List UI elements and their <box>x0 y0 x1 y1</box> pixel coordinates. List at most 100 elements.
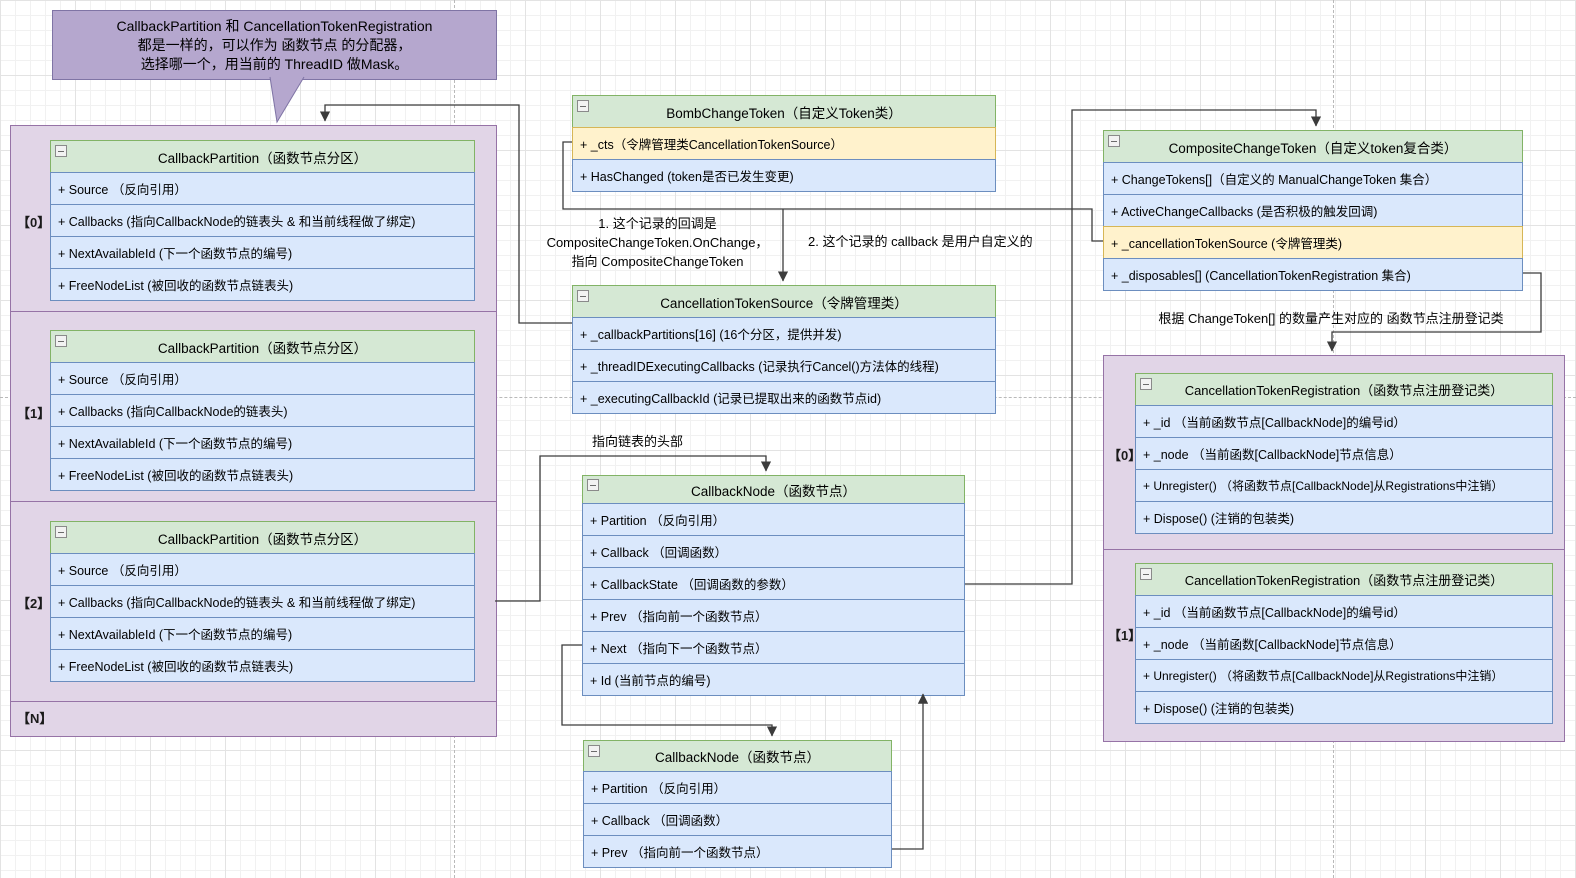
field-row[interactable]: + ActiveChangeCallbacks (是否积极的触发回调) <box>1103 194 1523 227</box>
note-line: CallbackPartition 和 CancellationTokenReg… <box>116 17 433 34</box>
field-row[interactable]: + FreeNodeList (被回收的函数节点链表头) <box>50 649 475 682</box>
field-row[interactable]: + Callback （回调函数） <box>583 803 892 836</box>
class-title: CallbackPartition（函数节点分区） <box>157 531 368 547</box>
collapse-icon[interactable] <box>55 335 67 347</box>
class-title: CallbackNode（函数节点） <box>690 483 857 499</box>
field-row[interactable]: + NextAvailableId (下一个函数节点的编号) <box>50 426 475 459</box>
partition-index-2: 【2】 <box>17 596 51 611</box>
field-row[interactable]: + Callbacks (指向CallbackNode的链表头) <box>50 394 475 427</box>
field-row[interactable]: + Source （反向引用） <box>50 172 475 205</box>
class-callback-partition-2[interactable]: CallbackPartition（函数节点分区） + Source （反向引用… <box>50 521 475 682</box>
collapse-icon[interactable] <box>1140 568 1152 580</box>
field-row[interactable]: + Unregister() （将函数节点[CallbackNode]从Regi… <box>1135 469 1553 502</box>
class-header[interactable]: CallbackNode（函数节点） <box>582 475 965 504</box>
field-row[interactable]: + _id （当前函数节点[CallbackNode]的编号id） <box>1135 405 1553 438</box>
field-row[interactable]: + Callback （回调函数） <box>582 535 965 568</box>
partition-index-n: 【N】 <box>17 711 53 726</box>
field-row[interactable]: + _id （当前函数节点[CallbackNode]的编号id） <box>1135 595 1553 628</box>
field-row[interactable]: + Next （指向下一个函数节点） <box>582 631 965 664</box>
field-row[interactable]: + _disposables[] (CancellationTokenRegis… <box>1103 258 1523 291</box>
class-callback-partition-0[interactable]: CallbackPartition（函数节点分区） + Source （反向引用… <box>50 140 475 301</box>
partition-index-1: 【1】 <box>17 406 51 421</box>
field-row[interactable]: + Unregister() （将函数节点[CallbackNode]从Regi… <box>1135 659 1553 692</box>
note-callout-tail <box>269 76 305 124</box>
class-cancellation-token-registration-1[interactable]: CancellationTokenRegistration（函数节点注册登记类）… <box>1135 563 1553 724</box>
field-row[interactable]: + Dispose() (注销的包装类) <box>1135 501 1553 534</box>
field-row[interactable]: + Dispose() (注销的包装类) <box>1135 691 1553 724</box>
class-title: CallbackNode（函数节点） <box>654 750 821 765</box>
class-composite-change-token[interactable]: CompositeChangeToken（自定义token复合类） + Chan… <box>1103 130 1523 291</box>
field-row[interactable]: + Prev （指向前一个函数节点） <box>583 835 892 868</box>
class-cancellation-token-source[interactable]: CancellationTokenSource（令牌管理类） + _callba… <box>572 285 996 414</box>
field-row[interactable]: + FreeNodeList (被回收的函数节点链表头) <box>50 268 475 301</box>
collapse-icon[interactable] <box>587 479 599 491</box>
field-row[interactable]: + Callbacks (指向CallbackNode的链表头 & 和当前线程做… <box>50 585 475 618</box>
class-header[interactable]: CallbackPartition（函数节点分区） <box>50 140 475 173</box>
field-row[interactable]: + Callbacks (指向CallbackNode的链表头 & 和当前线程做… <box>50 204 475 237</box>
annotation-registrations[interactable]: 根据 ChangeToken[] 的数量产生对应的 函数节点注册登记类 <box>1158 311 1504 326</box>
collapse-icon[interactable] <box>55 526 67 538</box>
field-row[interactable]: + Partition （反向引用） <box>582 503 965 536</box>
note-callout[interactable]: CallbackPartition 和 CancellationTokenReg… <box>52 10 497 80</box>
annotation-record1[interactable]: 1. 这个记录的回调是 CompositeChangeToken.OnChang… <box>540 214 775 271</box>
connector-prev-to-node1[interactable] <box>892 693 929 850</box>
collapse-icon[interactable] <box>577 100 589 112</box>
annotation-record2[interactable]: 2. 这个记录的 callback 是用户自定义的 <box>808 234 1033 249</box>
class-title: BombChangeToken（自定义Token类） <box>666 105 902 121</box>
class-header[interactable]: CancellationTokenRegistration（函数节点注册登记类） <box>1135 563 1553 596</box>
field-row[interactable]: + Source （反向引用） <box>50 362 475 395</box>
field-row[interactable]: + ChangeTokens[]（自定义的 ManualChangeToken … <box>1103 162 1523 195</box>
class-header[interactable]: CallbackPartition（函数节点分区） <box>50 330 475 363</box>
class-cancellation-token-registration-0[interactable]: CancellationTokenRegistration（函数节点注册登记类）… <box>1135 373 1553 534</box>
note-line: 选择哪一个，用当前的 ThreadID 做Mask。 <box>140 55 409 72</box>
field-row[interactable]: + NextAvailableId (下一个函数节点的编号) <box>50 236 475 269</box>
class-title: CancellationTokenRegistration（函数节点注册登记类） <box>1184 383 1504 398</box>
class-header[interactable]: BombChangeToken（自定义Token类） <box>572 95 996 128</box>
class-title: CallbackPartition（函数节点分区） <box>157 340 368 356</box>
class-title: CancellationTokenRegistration（函数节点注册登记类） <box>1184 573 1504 588</box>
field-row[interactable]: + _node （当前函数[CallbackNode]节点信息） <box>1135 627 1553 660</box>
field-row[interactable]: + _cancellationTokenSource (令牌管理类) <box>1103 226 1523 259</box>
field-row[interactable]: + _callbackPartitions[16] (16个分区，提供并发) <box>572 317 996 350</box>
class-callback-node-2[interactable]: CallbackNode（函数节点） + Partition （反向引用） + … <box>583 740 892 868</box>
field-row[interactable]: + Partition （反向引用） <box>583 771 892 804</box>
registration-index-1: 【1】 <box>1108 628 1142 643</box>
collapse-icon[interactable] <box>588 745 600 757</box>
field-row[interactable]: + _node （当前函数[CallbackNode]节点信息） <box>1135 437 1553 470</box>
field-row[interactable]: + _cts（令牌管理类CancellationTokenSource） <box>572 127 996 160</box>
annotation-line: 指向 CompositeChangeToken <box>571 254 744 269</box>
container-divider <box>11 701 496 702</box>
class-title: CallbackPartition（函数节点分区） <box>157 150 368 166</box>
field-row[interactable]: + _executingCallbackId (记录已提取出来的函数节点id) <box>572 381 996 414</box>
field-row[interactable]: + Source （反向引用） <box>50 553 475 586</box>
class-header[interactable]: CompositeChangeToken（自定义token复合类） <box>1103 130 1523 163</box>
class-bomb-change-token[interactable]: BombChangeToken（自定义Token类） + _cts（令牌管理类C… <box>572 95 996 192</box>
annotation-line: 1. 这个记录的回调是 <box>598 216 717 231</box>
collapse-icon[interactable] <box>577 290 589 302</box>
class-header[interactable]: CancellationTokenSource（令牌管理类） <box>572 285 996 318</box>
container-divider <box>1104 549 1564 550</box>
class-title: CompositeChangeToken（自定义token复合类） <box>1168 140 1458 156</box>
collapse-icon[interactable] <box>1140 378 1152 390</box>
field-row[interactable]: + Prev （指向前一个函数节点） <box>582 599 965 632</box>
field-row[interactable]: + CallbackState （回调函数的参数） <box>582 567 965 600</box>
class-header[interactable]: CallbackNode（函数节点） <box>583 740 892 772</box>
collapse-icon[interactable] <box>55 145 67 157</box>
field-row[interactable]: + _threadIDExecutingCallbacks (记录执行Cance… <box>572 349 996 382</box>
annotation-line: CompositeChangeToken.OnChange， <box>546 235 769 250</box>
class-callback-node-1[interactable]: CallbackNode（函数节点） + Partition （反向引用） + … <box>582 475 965 696</box>
container-divider <box>11 501 496 502</box>
field-row[interactable]: + FreeNodeList (被回收的函数节点链表头) <box>50 458 475 491</box>
field-row[interactable]: + Id (当前节点的编号) <box>582 663 965 696</box>
class-header[interactable]: CancellationTokenRegistration（函数节点注册登记类） <box>1135 373 1553 406</box>
class-callback-partition-1[interactable]: CallbackPartition（函数节点分区） + Source （反向引用… <box>50 330 475 491</box>
field-row[interactable]: + NextAvailableId (下一个函数节点的编号) <box>50 617 475 650</box>
container-divider <box>11 311 496 312</box>
field-row[interactable]: + HasChanged (token是否已发生变更) <box>572 159 996 192</box>
collapse-icon[interactable] <box>1108 135 1120 147</box>
annotation-list-head[interactable]: 指向链表的头部 <box>592 434 684 449</box>
class-title: CancellationTokenSource（令牌管理类） <box>660 295 908 311</box>
class-header[interactable]: CallbackPartition（函数节点分区） <box>50 521 475 554</box>
partition-index-0: 【0】 <box>17 215 51 230</box>
